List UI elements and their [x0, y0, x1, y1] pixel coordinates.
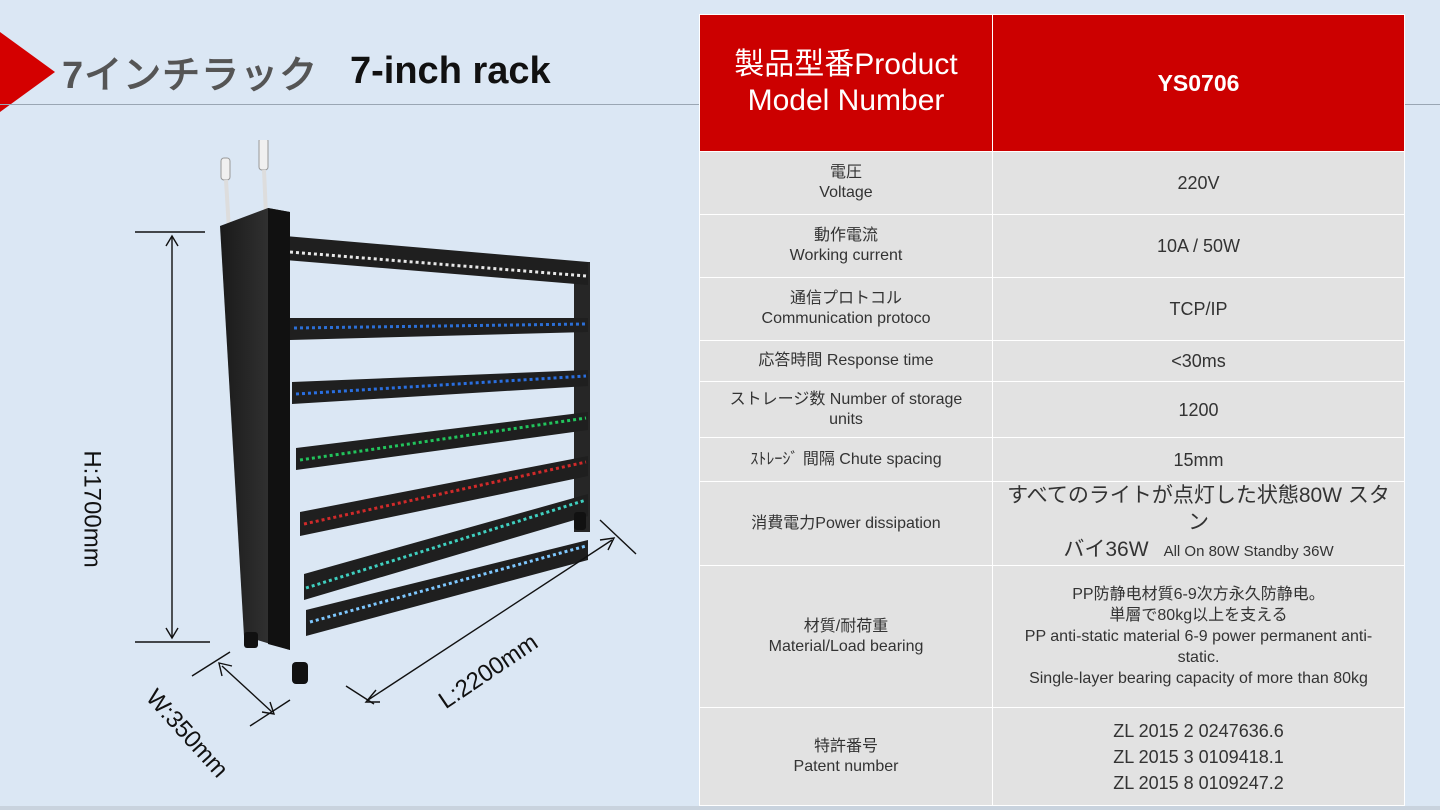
power-value-line: バイ36W — [1063, 538, 1149, 561]
label-line: 電圧 — [829, 164, 862, 181]
led-rows — [289, 250, 587, 624]
value-line: ZL 2015 2 0247636.6 — [1113, 720, 1284, 741]
label-line: 動作電流 — [813, 227, 878, 244]
row-value: 10A / 50W — [992, 214, 1405, 278]
row-label: 通信プロトコル Communication protoco — [699, 277, 993, 341]
model-label-line: Model Number — [747, 84, 945, 117]
row-label: 動作電流 Working current — [699, 214, 993, 278]
power-value-line: すべてのライトが点灯した状態80W スタン — [1007, 484, 1390, 534]
row-value: 1200 — [992, 381, 1405, 438]
label-line: Material/Load bearing — [768, 637, 924, 655]
row-value: TCP/IP — [992, 277, 1405, 341]
value-line: 単層で80kg以上を支える — [1109, 607, 1288, 624]
row-value: PP防静电材質6-9次方永久防静电。 単層で80kg以上を支える PP anti… — [992, 565, 1405, 708]
table-row: ストレージ数 Number of storage units 1200 — [699, 381, 1405, 438]
label-line: units — [829, 410, 863, 428]
table-row: 材質/耐荷重 Material/Load bearing PP防静电材質6-9次… — [699, 565, 1405, 708]
power-value-note: All On 80W Standby 36W — [1163, 543, 1334, 560]
row-label: 応答時間 Response time — [699, 340, 993, 382]
value-line: PP防静电材質6-9次方永久防静电。 — [1072, 586, 1325, 603]
title-arrow-icon — [0, 32, 55, 112]
page-title-en: 7-inch rack — [350, 50, 551, 92]
row-value: 220V — [992, 151, 1405, 215]
table-row: 消費電力Power dissipation すべてのライトが点灯した状態80W … — [699, 481, 1405, 566]
row-label: 電圧 Voltage — [699, 151, 993, 215]
row-label: 材質/耐荷重 Material/Load bearing — [699, 565, 993, 708]
label-line: 材質/耐荷重 — [803, 617, 889, 635]
spec-table: 製品型番Product Model Number YS0706 電圧 Volta… — [699, 14, 1405, 806]
label-line: Working current — [789, 247, 903, 264]
value-line: ZL 2015 3 0109418.1 — [1113, 746, 1284, 767]
row-label: ｽﾄﾚｰｼﾞ 間隔 Chute spacing — [699, 437, 993, 482]
row-label: ストレージ数 Number of storage units — [699, 381, 993, 438]
spec-header-row: 製品型番Product Model Number YS0706 — [699, 14, 1405, 152]
value-line: Single-layer bearing capacity of more th… — [1029, 670, 1368, 687]
table-row: 電圧 Voltage 220V — [699, 151, 1405, 215]
label-line: Patent number — [793, 757, 899, 775]
table-row: 応答時間 Response time <30ms — [699, 340, 1405, 382]
rack-shelves — [285, 236, 588, 636]
model-label-line: 製品型番Product — [734, 48, 958, 81]
model-number-label: 製品型番Product Model Number — [699, 14, 993, 152]
label-line: ストレージ数 Number of storage — [729, 390, 963, 408]
value-line: PP anti-static material 6-9 power perman… — [1024, 628, 1373, 645]
page-title-jp: 7インチラック — [62, 55, 319, 97]
row-label: 消費電力Power dissipation — [699, 481, 993, 566]
table-row: 特許番号 Patent number ZL 2015 2 0247636.6 Z… — [699, 707, 1405, 806]
table-row: 動作電流 Working current 10A / 50W — [699, 214, 1405, 278]
row-value: すべてのライトが点灯した状態80W スタン バイ36W All On 80W S… — [992, 481, 1405, 566]
label-line: Communication protoco — [761, 310, 931, 327]
row-value: <30ms — [992, 340, 1405, 382]
label-line: 特許番号 — [813, 737, 878, 755]
label-line: Voltage — [819, 184, 873, 201]
footer-divider — [0, 806, 1440, 810]
row-label: 特許番号 Patent number — [699, 707, 993, 806]
row-value: ZL 2015 2 0247636.6 ZL 2015 3 0109418.1 … — [992, 707, 1405, 806]
antenna-icon — [220, 140, 269, 231]
table-row: 通信プロトコル Communication protoco TCP/IP — [699, 277, 1405, 341]
model-number-value: YS0706 — [992, 14, 1405, 152]
table-row: ｽﾄﾚｰｼﾞ 間隔 Chute spacing 15mm — [699, 437, 1405, 482]
value-line: ZL 2015 8 0109247.2 — [1113, 772, 1284, 793]
label-line: 通信プロトコル — [789, 290, 902, 307]
height-dimension-label: H:1700mm — [78, 450, 106, 568]
rack-illustration — [135, 140, 637, 727]
row-value: 15mm — [992, 437, 1405, 482]
value-line: static. — [1177, 649, 1220, 666]
